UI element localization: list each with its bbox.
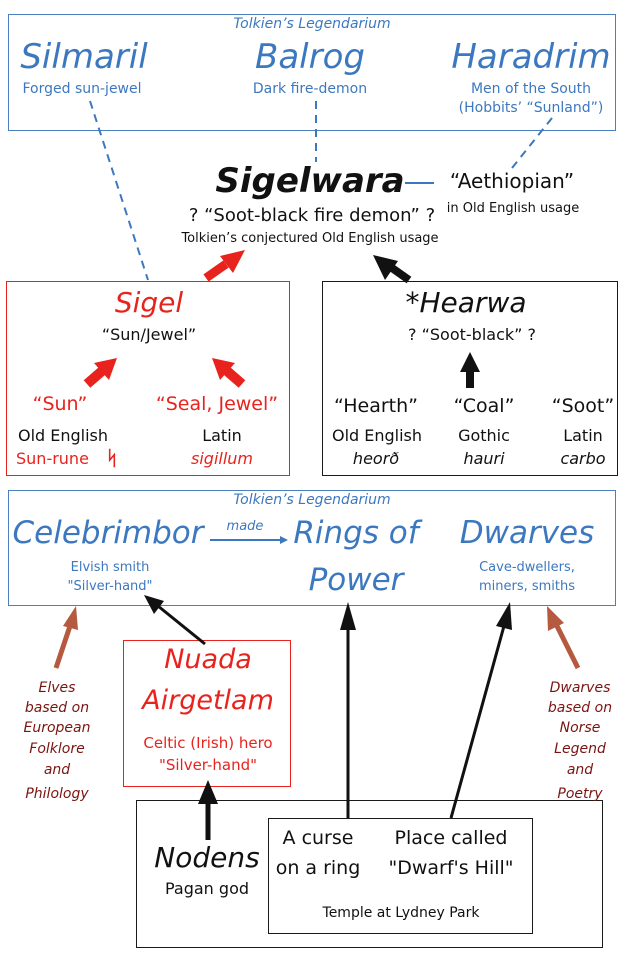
sun-rune-glyph-icon: ᛋ <box>106 446 118 470</box>
silmaril-sigel-dashed-line <box>89 100 149 281</box>
dwarves-desc-line-1: Cave-dwellers, <box>479 560 575 575</box>
elves-note-line-2: based on <box>24 700 90 716</box>
curse-line-1: A curse <box>282 827 354 849</box>
hearth-gloss: “Hearth” <box>333 395 419 417</box>
dwarves-norse-arrow <box>547 606 581 670</box>
silmaril-desc: Forged sun-jewel <box>22 81 142 97</box>
sigelwara-note: Tolkien’s conjectured Old English usage <box>181 231 439 246</box>
seal-form: sigillum <box>191 449 253 468</box>
elves-note-line-3: European <box>23 720 91 736</box>
seal-to-sigel-arrow <box>212 358 246 388</box>
curse-line-2: on a ring <box>275 857 361 879</box>
nuada-desc-line-1: Celtic (Irish) hero <box>143 734 273 752</box>
made-label: made <box>226 519 264 534</box>
nuada-desc-line-2: "Silver-hand" <box>158 756 258 774</box>
dwarves-note-line-2: based on <box>547 700 613 716</box>
haradrim-title: Haradrim <box>451 37 611 77</box>
top-legendarium-box <box>8 14 616 131</box>
celebrimbor-desc-line-2: "Silver-hand" <box>67 579 153 594</box>
dwarves-note-line-1: Dwarves <box>549 680 611 696</box>
elves-note-line-5: and <box>43 762 71 778</box>
sun-to-sigel-arrow <box>83 358 117 388</box>
sigel-box <box>6 281 290 476</box>
nodens-title: Nodens <box>154 841 260 874</box>
balrog-title: Balrog <box>255 37 365 77</box>
coal-language: Gothic <box>458 426 510 445</box>
sigel-to-sigelwara-arrow <box>203 250 245 282</box>
aethiopian-note: in Old English usage <box>446 201 580 216</box>
dwarves-note-line-4: Legend <box>554 741 606 757</box>
lydney-outer-box <box>136 800 603 948</box>
temple-label: Temple at Lydney Park <box>322 905 480 921</box>
nodens-to-nuada-arrow <box>198 780 218 840</box>
seal-gloss: “Seal, Jewel” <box>155 393 279 415</box>
nodens-desc: Pagan god <box>164 879 250 898</box>
rings-title-line-1: Rings of <box>293 515 419 551</box>
balrog-desc: Dark fire-demon <box>252 81 368 97</box>
haradrim-desc-line-2: (Hobbits’ “Sunland”) <box>458 100 604 116</box>
soot-form: carbo <box>560 449 606 468</box>
soot-language: Latin <box>563 426 603 445</box>
hearwa-title: *Hearwa <box>405 286 527 319</box>
dwarves-note-line-5: and <box>566 762 594 778</box>
hearwa-to-sigelwara-arrow <box>373 255 412 284</box>
coal-to-hearwa-arrow <box>460 352 480 388</box>
celebrimbor-title: Celebrimbor <box>12 515 204 551</box>
aethiopian-label: “Aethiopian” <box>449 169 575 193</box>
top-legendarium-header: Tolkien’s Legendarium <box>233 16 391 32</box>
dwarves-note-line-6: Poetry <box>557 786 603 802</box>
bottom-legendarium-header: Tolkien’s Legendarium <box>233 492 391 508</box>
place-to-dwarves-arrow <box>449 602 512 819</box>
hearth-form: heorð <box>352 449 400 468</box>
hearwa-box <box>322 281 618 476</box>
sigelwara-meaning: ? “Soot-black fire demon” ? <box>188 205 436 226</box>
coal-gloss: “Coal” <box>453 395 515 417</box>
sigel-meaning: “Sun/Jewel” <box>101 325 197 344</box>
elves-note-line-6: Philology <box>25 786 89 802</box>
sun-language: Old English <box>17 426 109 445</box>
elves-note-line-1: Elves <box>38 680 76 696</box>
silmaril-title: Silmaril <box>20 37 148 77</box>
sun-gloss: “Sun” <box>32 393 88 415</box>
elves-note-line-4: Folklore <box>29 741 85 757</box>
place-line-1: Place called <box>394 827 508 849</box>
hearth-language: Old English <box>331 426 423 445</box>
sun-rune-label: Sun-rune <box>16 449 89 468</box>
dwarves-desc-line-2: miners, smiths <box>478 579 576 594</box>
dwarves-note-line-3: Norse <box>559 720 601 736</box>
rings-title-line-2: Power <box>308 562 404 598</box>
seal-language: Latin <box>202 426 242 445</box>
sigelwara-title: Sigelwara <box>215 161 405 201</box>
elves-folklore-arrow <box>53 606 78 669</box>
nuada-title-line-1: Nuada <box>164 644 252 675</box>
hearwa-meaning: ? “Soot-black” ? <box>408 325 536 344</box>
haradrim-aethiopian-dashed-line <box>511 117 553 169</box>
place-line-2: "Dwarf's Hill" <box>388 857 514 879</box>
sigel-title: Sigel <box>114 286 184 319</box>
coal-form: hauri <box>463 449 505 468</box>
nuada-to-celebrimbor-arrow <box>144 595 206 646</box>
dwarves-title: Dwarves <box>459 515 595 551</box>
haradrim-desc-line-1: Men of the South <box>470 81 592 97</box>
soot-gloss: “Soot” <box>551 395 615 417</box>
curse-to-rings-arrow <box>340 602 356 818</box>
lydney-temple-box <box>268 818 533 934</box>
celebrimbor-desc-line-1: Elvish smith <box>70 560 150 575</box>
bottom-legendarium-box <box>8 490 616 606</box>
nuada-title-line-2: Airgetlam <box>142 685 274 716</box>
